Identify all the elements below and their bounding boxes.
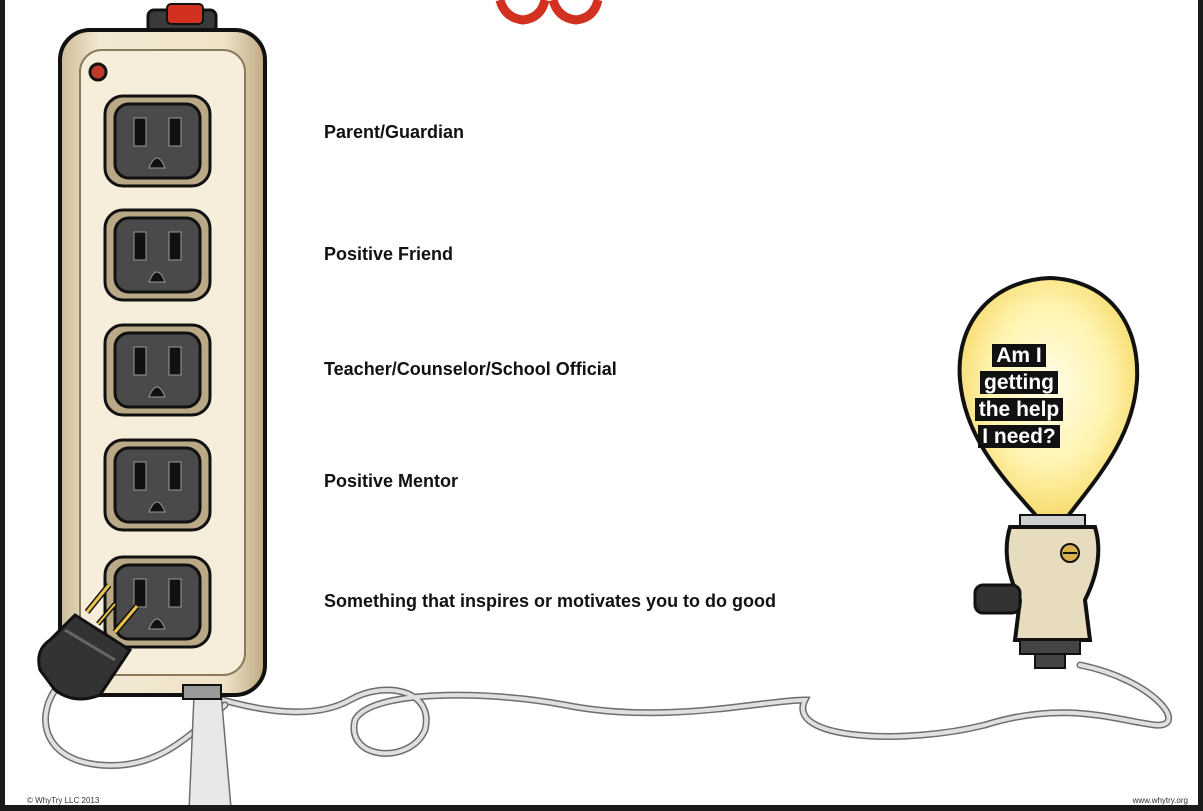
outlet-icon (103, 94, 212, 188)
copyright-notice: © WhyTry LLC 2013 (27, 796, 100, 805)
bulb-question: Am I getting the help I need? (957, 342, 1081, 450)
bulb-question-line: the help (974, 398, 1064, 421)
light-bulb-icon (957, 275, 1140, 669)
bulb-question-line: Am I getting (980, 344, 1058, 394)
connection-label-mentor: Positive Mentor (324, 471, 459, 491)
website-link[interactable]: www.whytry.org (1132, 796, 1188, 805)
worksheet: Parent/Guardian Positive Friend Teacher/… (5, 0, 1198, 805)
outlet-icon (103, 208, 212, 302)
outlet-icon (103, 323, 212, 417)
connection-label-teacher: Teacher/Counselor/School Official (324, 359, 617, 379)
outlets (103, 94, 212, 649)
connection-label-friend: Positive Friend (324, 244, 454, 264)
connection-label-inspiration: Something that inspires or motivates you… (324, 591, 777, 611)
plug-icon (37, 583, 140, 701)
bulb-question-line: I need? (978, 425, 1060, 448)
cord (42, 661, 1173, 805)
connection-label-parent: Parent/Guardian (324, 122, 465, 142)
outlet-icon (103, 555, 212, 649)
outlet-icon (103, 438, 212, 532)
